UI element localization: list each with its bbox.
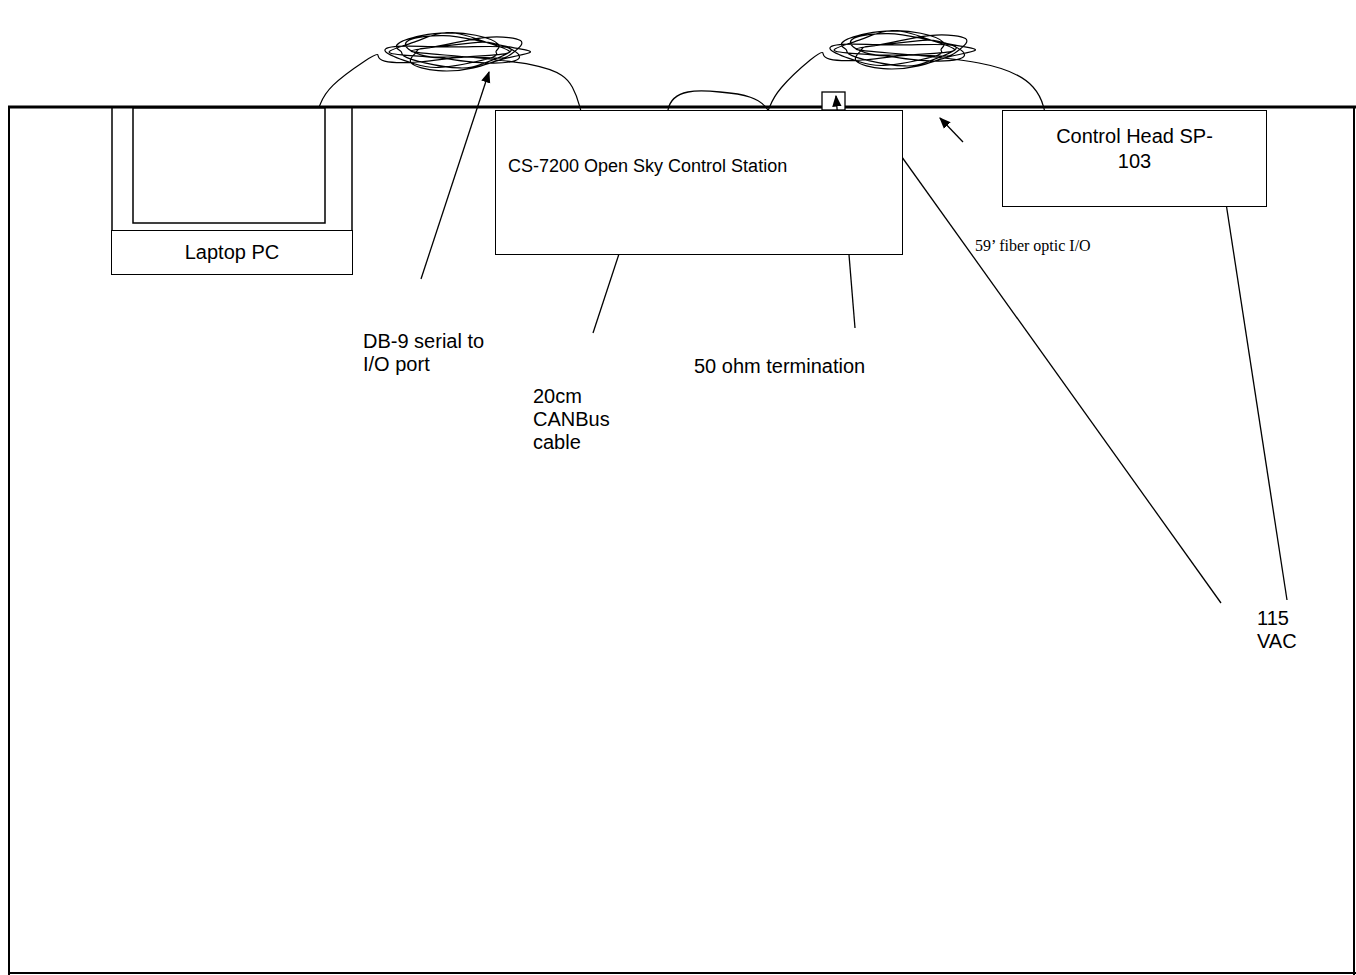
leader-line xyxy=(940,118,963,142)
callout-label: 20cm CANBus cable xyxy=(533,385,621,454)
callout-label: 115 VAC xyxy=(1257,607,1315,653)
laptop-base: Laptop PC xyxy=(111,230,353,275)
laptop-device: Laptop PC xyxy=(111,107,353,275)
coiled-cable xyxy=(319,33,581,110)
equipment-box: CS-7200 Open Sky Control Station xyxy=(495,110,903,255)
callout-label: DB-9 serial to I/O port xyxy=(363,330,493,376)
callout-label: 50 ohm termination xyxy=(694,355,865,378)
coiled-cable xyxy=(768,31,1044,110)
callout-label: 59’ fiber optic I/O xyxy=(975,234,1091,257)
bench-side xyxy=(8,107,10,975)
device-name: CS-7200 Open Sky Control Station xyxy=(508,155,808,178)
device-name: Control Head SP-103 xyxy=(1045,124,1225,174)
device-name: Laptop PC xyxy=(185,240,280,265)
bench-bottom xyxy=(8,972,1356,974)
bench-side xyxy=(1353,107,1355,975)
terminator-plug xyxy=(822,92,845,110)
leader-line xyxy=(421,72,489,279)
equipment-box: Control Head SP-103 xyxy=(1002,110,1267,207)
canbus-jumper xyxy=(668,91,768,110)
laptop-screen xyxy=(111,107,353,232)
leader-lines xyxy=(421,72,1287,603)
